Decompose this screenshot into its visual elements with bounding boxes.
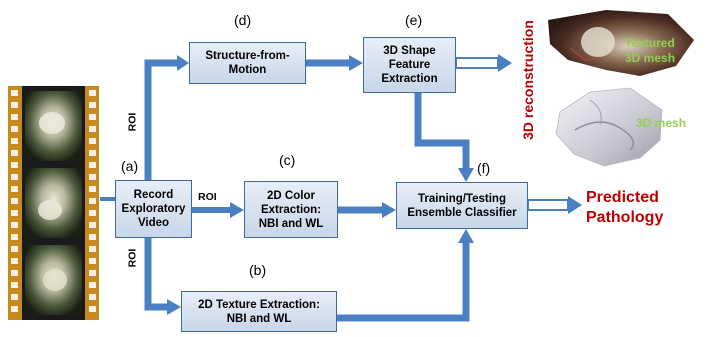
textured-mesh-label: Textured 3D mesh bbox=[625, 36, 676, 65]
roi-label-top: ROI bbox=[126, 112, 139, 132]
arrow-head bbox=[230, 202, 244, 218]
arrow-record-to-texture bbox=[144, 238, 167, 311]
mesh-label: 3D mesh bbox=[636, 116, 687, 130]
white-mesh-render bbox=[555, 87, 663, 167]
texture-extraction-box: 2D Texture Extraction: NBI and WL bbox=[181, 291, 337, 332]
structure-from-motion-box: Structure-from- Motion bbox=[189, 42, 306, 84]
arrow-head bbox=[458, 229, 474, 243]
ensemble-classifier-box: Training/Testing Ensemble Classifier bbox=[396, 182, 528, 229]
step-label-b: (b) bbox=[249, 262, 267, 278]
step-label-a: (a) bbox=[121, 158, 139, 174]
arrow-shape-to-classifier bbox=[414, 93, 470, 169]
flow-arrows bbox=[100, 54, 582, 322]
step-label-e: (e) bbox=[405, 12, 423, 28]
predicted-pathology-label: Predicted Pathology bbox=[586, 189, 664, 226]
roi-label-middle: ROI bbox=[198, 191, 217, 203]
record-video-box: Record Exploratory Video bbox=[115, 180, 192, 238]
video-filmstrip bbox=[8, 86, 99, 320]
step-label-f: (f) bbox=[477, 160, 491, 176]
arrow-head bbox=[177, 55, 189, 71]
step-label-c: (c) bbox=[279, 152, 296, 168]
step-label-d: (d) bbox=[234, 12, 252, 28]
arrow-head bbox=[458, 168, 474, 182]
arrow-record-to-sfm bbox=[144, 59, 177, 180]
arrow-shape-to-reconstruction bbox=[455, 54, 512, 72]
color-extraction-box: 2D Color Extraction: NBI and WL bbox=[244, 181, 338, 238]
shape-feature-extraction-box: 3D Shape Feature Extraction bbox=[363, 37, 456, 93]
textured-mesh-render bbox=[548, 10, 694, 76]
reconstruction-label: 3D reconstruction bbox=[519, 20, 536, 140]
arrow-head bbox=[382, 202, 396, 218]
arrow-texture-to-classifier bbox=[337, 242, 470, 322]
roi-label-bottom: ROI bbox=[126, 248, 139, 268]
arrow-head bbox=[349, 55, 363, 71]
arrow-classifier-to-output bbox=[527, 196, 582, 214]
arrow-head bbox=[167, 299, 181, 315]
